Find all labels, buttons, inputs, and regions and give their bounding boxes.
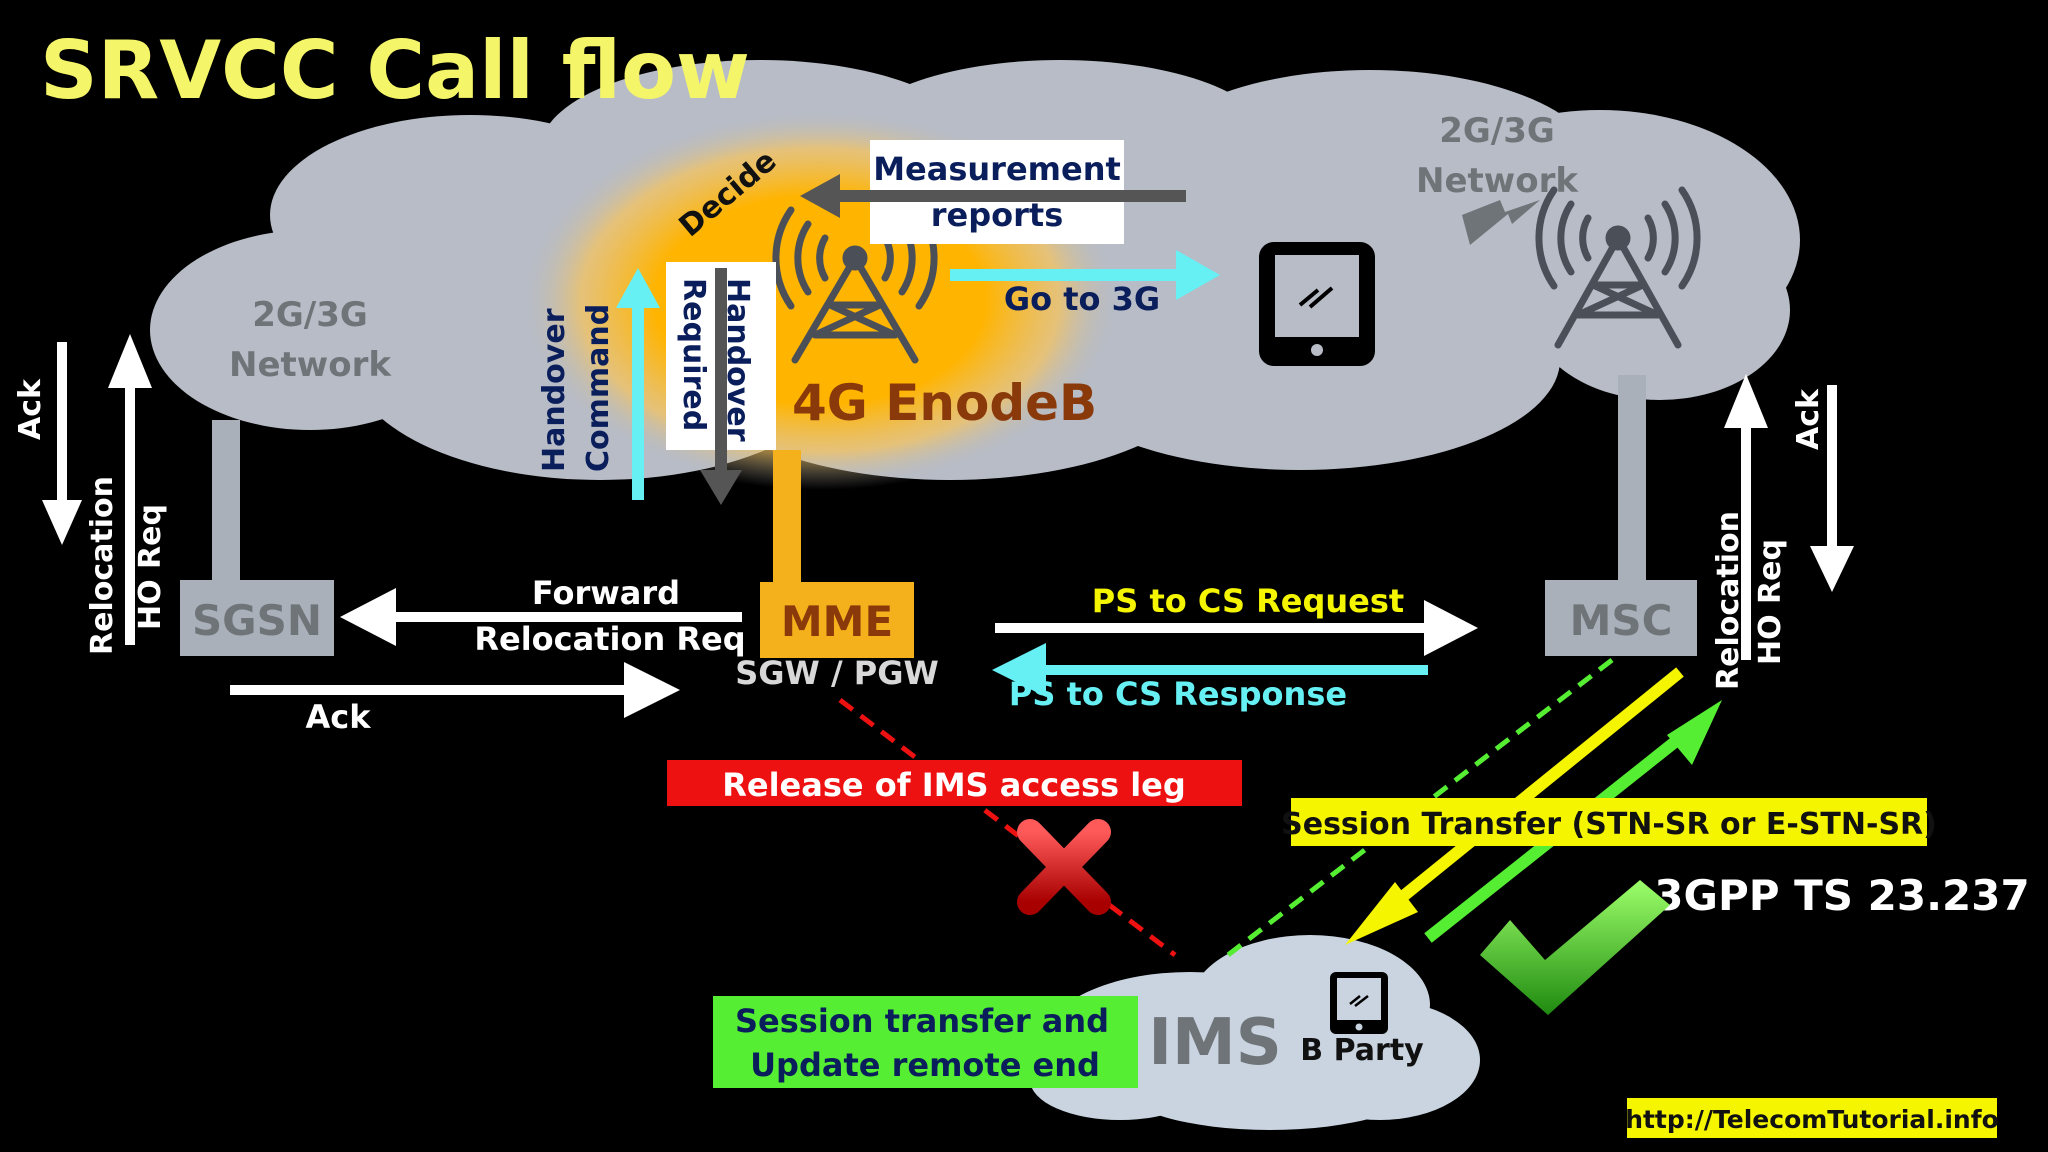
measurement-label-line2: reports bbox=[931, 196, 1064, 234]
relocation-left-line1: Relocation bbox=[85, 476, 120, 655]
ims-cloud bbox=[1030, 935, 1480, 1130]
ims-release-dashed-line bbox=[838, 698, 1177, 957]
ims-label: IMS bbox=[1148, 1006, 1282, 1080]
forward-relocation-line1: Forward bbox=[532, 574, 680, 612]
handover-command-arrow-head bbox=[616, 268, 660, 308]
go-to-3g-arrow-head bbox=[1176, 250, 1220, 300]
enodeb-tower-icon bbox=[772, 206, 938, 364]
ack-left-label: Ack bbox=[13, 378, 48, 440]
3g-tower-icon bbox=[1535, 186, 1701, 349]
ps-to-cs-request-arrow-head bbox=[1424, 600, 1478, 656]
msc-label: MSC bbox=[1570, 596, 1673, 645]
sgsn-box bbox=[180, 580, 334, 656]
mme-connector bbox=[773, 450, 801, 585]
signal-bolt-icon bbox=[1462, 200, 1540, 245]
handover-command-line2: Command bbox=[581, 304, 616, 472]
measurement-arrow-head bbox=[800, 174, 840, 218]
relocation-right-line1: Relocation bbox=[1711, 511, 1746, 690]
session-update-line1: Session transfer and bbox=[735, 1002, 1109, 1040]
page-title: SRVCC Call flow bbox=[40, 24, 750, 117]
source-url-link[interactable]: http://TelecomTutorial.info bbox=[1625, 1105, 1999, 1134]
ack-left-arrow-head bbox=[42, 500, 82, 545]
ack-bottom-arrow-head bbox=[624, 662, 680, 718]
b-party-phone-icon bbox=[1330, 972, 1388, 1034]
session-transfer-label: Session Transfer (STN-SR or E-STN-SR) bbox=[1281, 807, 1937, 842]
relocation-left-line2: HO Req bbox=[133, 504, 168, 630]
ack-right-label: Ack bbox=[1791, 388, 1826, 450]
source-url-box bbox=[1627, 1098, 1997, 1138]
session-transfer-yellow-arrow-head bbox=[1345, 882, 1418, 945]
session-update-box bbox=[713, 996, 1138, 1088]
b-party-label: B Party bbox=[1300, 1033, 1424, 1068]
session-transfer-yellow-arrow bbox=[1376, 667, 1684, 920]
smartphone-icon bbox=[1259, 242, 1375, 366]
ps-to-cs-request-label: PS to CS Request bbox=[1092, 582, 1404, 620]
handover-command-line1: Handover bbox=[537, 308, 572, 472]
handover-required-arrow-head bbox=[700, 470, 742, 505]
ack-bottom-label: Ack bbox=[305, 698, 371, 736]
sgw-pgw-label: SGW / PGW bbox=[735, 654, 939, 692]
handover-required-line1: Handover bbox=[720, 278, 755, 442]
relocation-right-arrow-head bbox=[1724, 374, 1768, 428]
sgsn-connector bbox=[212, 420, 240, 580]
forward-relocation-line2: Relocation Req bbox=[474, 620, 745, 658]
msc-connector bbox=[1618, 375, 1646, 580]
release-banner bbox=[667, 760, 1242, 806]
green-check-icon bbox=[1480, 880, 1670, 1015]
measurement-label-line1: Measurement bbox=[873, 150, 1121, 188]
red-cross-icon bbox=[1017, 819, 1111, 915]
msc-box bbox=[1545, 580, 1697, 656]
mme-label: MME bbox=[781, 597, 893, 646]
left-network-label-line1: 2G/3G bbox=[252, 295, 368, 335]
session-transfer-green-arrow-head bbox=[1667, 700, 1722, 765]
go-to-3g-label: Go to 3G bbox=[1004, 280, 1160, 318]
right-network-label-line1: 2G/3G bbox=[1439, 111, 1555, 151]
ack-right-arrow-head bbox=[1810, 546, 1854, 592]
session-transfer-banner bbox=[1291, 798, 1927, 846]
forward-relocation-arrow-head bbox=[340, 588, 396, 646]
enodeb-label: 4G EnodeB bbox=[792, 374, 1097, 432]
relocation-right-line2: HO Req bbox=[1753, 539, 1788, 665]
left-network-label-line2: Network bbox=[229, 345, 392, 385]
relocation-left-arrow-head bbox=[108, 334, 152, 388]
ps-to-cs-response-label: PS to CS Response bbox=[1009, 675, 1347, 713]
mme-box bbox=[760, 582, 914, 658]
release-label: Release of IMS access leg bbox=[722, 766, 1186, 804]
sgsn-label: SGSN bbox=[192, 596, 322, 645]
ps-to-cs-response-arrow-head bbox=[992, 643, 1046, 697]
handover-required-line2: Required bbox=[676, 278, 711, 431]
session-update-line2: Update remote end bbox=[750, 1046, 1100, 1084]
spec-label: 3GPP TS 23.237 bbox=[1654, 871, 2029, 920]
